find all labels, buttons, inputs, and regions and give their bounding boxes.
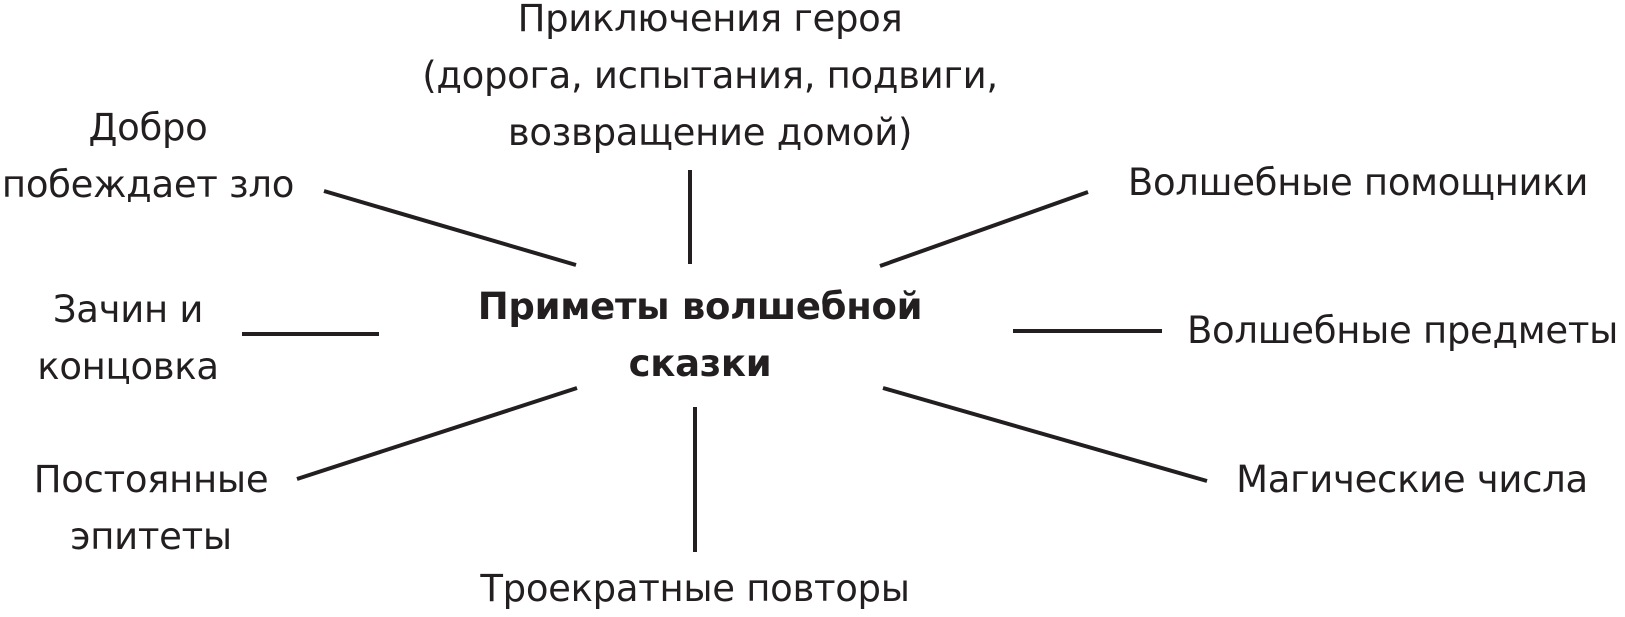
- node-opening-and-ending: Зачин и концовка: [16, 281, 240, 395]
- node-triple-repetitions-line-1: Троекратные повторы: [480, 567, 910, 610]
- node-hero-adventures-line-2: (дорога, испытания, подвиги,: [422, 54, 998, 97]
- connector-magic-helpers: [879, 190, 1089, 268]
- node-magic-numbers: Магические числа: [1222, 451, 1602, 508]
- node-hero-adventures-line-1: Приключения героя: [517, 0, 903, 40]
- node-hero-adventures-line-3: возвращение домой): [507, 111, 913, 154]
- node-opening-and-ending-line-2: концовка: [37, 345, 219, 388]
- node-good-defeats-evil-line-2: побеждает зло: [1, 163, 295, 206]
- node-magic-helpers: Волшебные помощники: [1108, 154, 1608, 211]
- node-constant-epithets-line-2: эпитеты: [70, 515, 232, 558]
- node-magic-helpers-line-1: Волшебные помощники: [1127, 161, 1589, 204]
- node-hero-adventures: Приключения героя (дорога, испытания, по…: [350, 0, 1070, 161]
- node-magic-objects-line-1: Волшебные предметы: [1186, 309, 1619, 352]
- center-line-1: Приметы волшебной: [477, 285, 923, 328]
- node-constant-epithets: Постоянные эпитеты: [14, 451, 288, 565]
- connector-good-defeats-evil: [323, 189, 577, 267]
- node-good-defeats-evil-line-1: Добро: [88, 106, 208, 149]
- connector-constant-epithets: [296, 386, 578, 481]
- node-constant-epithets-line-1: Постоянные: [33, 458, 269, 501]
- node-good-defeats-evil: Добро побеждает зло: [0, 99, 296, 213]
- center-line-2: сказки: [628, 342, 772, 385]
- node-triple-repetitions: Троекратные повторы: [460, 560, 930, 617]
- connector-magic-numbers: [882, 386, 1208, 483]
- node-opening-and-ending-line-1: Зачин и: [52, 288, 204, 331]
- node-magic-objects: Волшебные предметы: [1180, 302, 1625, 359]
- node-magic-numbers-line-1: Магические числа: [1236, 458, 1588, 501]
- center-node: Приметы волшебной сказки: [470, 278, 930, 392]
